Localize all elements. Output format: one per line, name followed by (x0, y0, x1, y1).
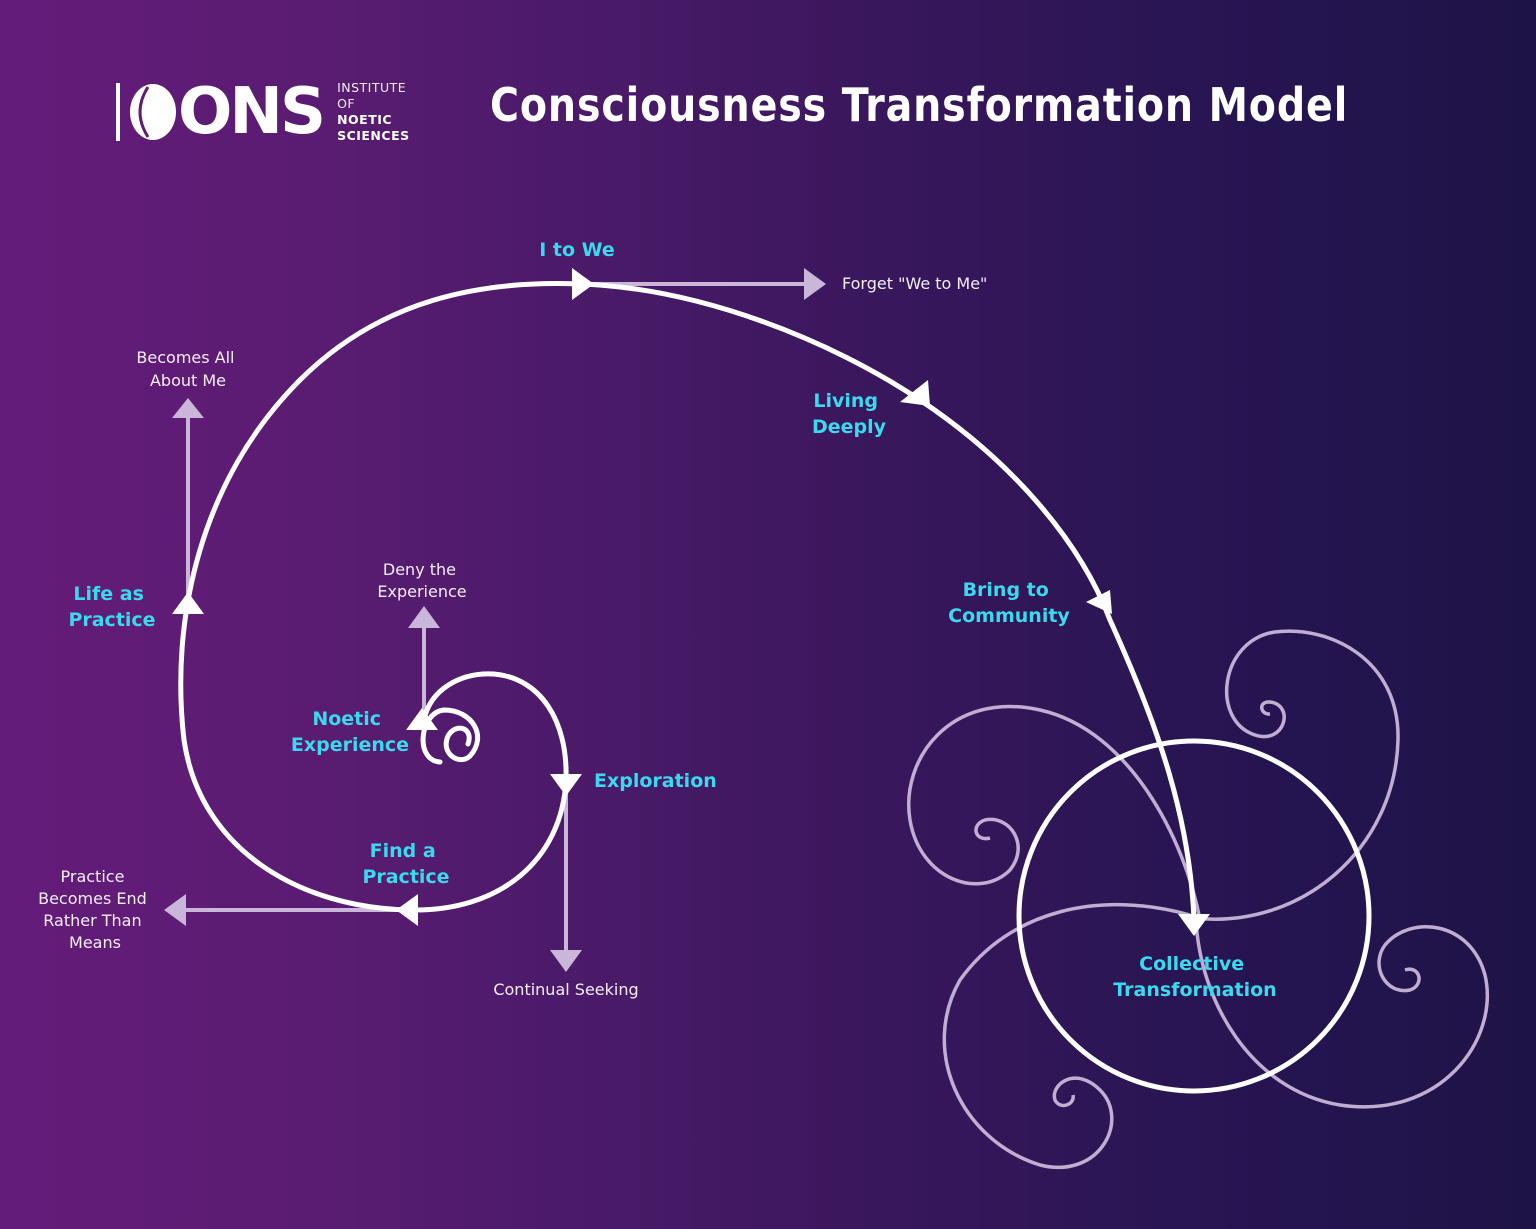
logo-line: INSTITUTE (337, 80, 407, 95)
logo-line: SCIENCES (337, 128, 410, 143)
all-about-me-arrow (172, 398, 204, 596)
logo-subtitle: INSTITUTE OF NOETIC SCIENCES (337, 80, 410, 144)
arrowhead-i-to-we (572, 268, 594, 300)
path-arrowheads (172, 268, 1210, 936)
forget-we-arrow (590, 268, 826, 300)
outcome-deny-the-experience: Deny the Experience (377, 560, 466, 601)
outcome-labels: Deny the Experience Continual Seeking Pr… (38, 274, 987, 999)
outcome-forget-we-to-me: Forget "We to Me" (842, 274, 987, 293)
arrowhead-living-deeply (900, 380, 930, 406)
stage-label-exploration: Exploration (594, 770, 717, 792)
collective-circle (1016, 738, 1372, 1094)
logo-o-glyph (130, 84, 176, 140)
page-title: Consciousness Transformation Model (490, 78, 1349, 132)
arrowhead-exploration (550, 774, 582, 796)
logo-bar (116, 83, 120, 141)
detour-arrows (164, 268, 826, 972)
stage-labels: Noetic Experience Exploration Find a Pra… (68, 239, 1276, 1001)
logo-wordmark: ONS (178, 75, 326, 149)
continual-seeking-arrow (550, 790, 582, 972)
stage-label-find-a-practice: Find a Practice (362, 840, 449, 888)
logo-mark: ONS (116, 75, 326, 149)
stage-label-life-as-practice: Life as Practice (68, 583, 155, 631)
outcome-practice-becomes-end: Practice Becomes End Rather Than Means (38, 867, 152, 952)
arrowhead-bring-community (1086, 590, 1112, 614)
arrowhead-find-practice (396, 894, 418, 926)
arrowhead-life-practice (172, 592, 204, 614)
outcome-continual-seeking: Continual Seeking (493, 980, 638, 999)
arrowhead-collective (1178, 914, 1210, 936)
logo-line: NOETIC (337, 112, 393, 127)
deny-arrow (408, 606, 440, 712)
stage-label-collective-transformation: Collective Transformation (1113, 953, 1276, 1001)
logo-line: OF (337, 96, 356, 111)
stage-label-i-to-we: I to We (539, 239, 615, 261)
stage-label-noetic-experience: Noetic Experience (291, 708, 409, 756)
arrowhead-noetic (406, 708, 438, 730)
stage-label-living-deeply: Living Deeply (812, 390, 887, 438)
ions-logo: ONS INSTITUTE OF NOETIC SCIENCES (116, 80, 410, 144)
stage-label-bring-to-community: Bring to Community (948, 579, 1070, 627)
decorative-spirals (907, 629, 1489, 1169)
outcome-becomes-all-about-me: Becomes All About Me (136, 348, 239, 390)
practice-end-arrow (164, 894, 408, 926)
